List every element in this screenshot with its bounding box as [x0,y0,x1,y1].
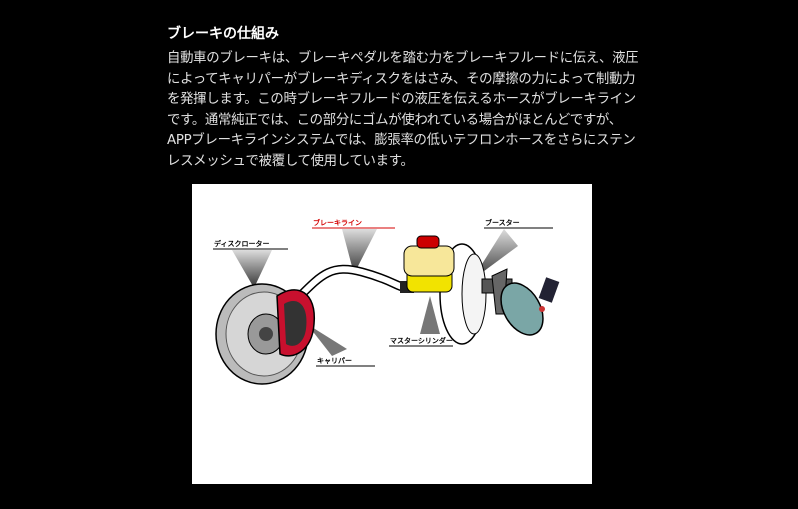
label-disc-rotor: ディスクローター [214,239,270,248]
paragraph-line: レスメッシュで被覆して使用しています。 [167,153,414,169]
paragraph-line: によってキャリパーがブレーキディスクをはさみ、その摩擦の力によって制動力 [167,71,636,87]
master-cylinder-illustration [403,235,455,293]
paragraph-line: を発揮します。この時ブレーキフルードの液圧を伝えるホースがブレーキライン [167,92,636,108]
pointer-disc-rotor [232,250,272,288]
brake-pedal-illustration [481,268,560,336]
label-master-cylinder: マスターシリンダー [390,336,453,345]
caliper-illustration [276,289,315,357]
label-booster: ブースター [485,218,520,227]
brake-system-diagram: ディスクローター ブレーキライン ブースター マスターシリンダー キャリパー [192,184,592,484]
description-paragraph: 自動車のブレーキは、ブレーキペダルを踏む力をブレーキフルードに伝え、液圧 によっ… [167,49,639,173]
pointer-booster [472,229,518,280]
pointer-brake-line [342,229,377,274]
paragraph-line: です。通常純正では、この部分にゴムが使われている場合がほとんどですが、 [167,112,622,128]
page-heading: ブレーキの仕組み [167,26,279,42]
label-brake-line: ブレーキライン [313,218,362,227]
pointer-caliper [307,324,347,356]
pointer-master-cylinder [420,296,440,334]
label-caliper: キャリパー [317,356,352,365]
paragraph-line: 自動車のブレーキは、ブレーキペダルを踏む力をブレーキフルードに伝え、液圧 [167,51,639,66]
paragraph-line: APPブレーキラインシステムでは、膨張率の低いテフロンホースをさらにステン [167,133,636,149]
